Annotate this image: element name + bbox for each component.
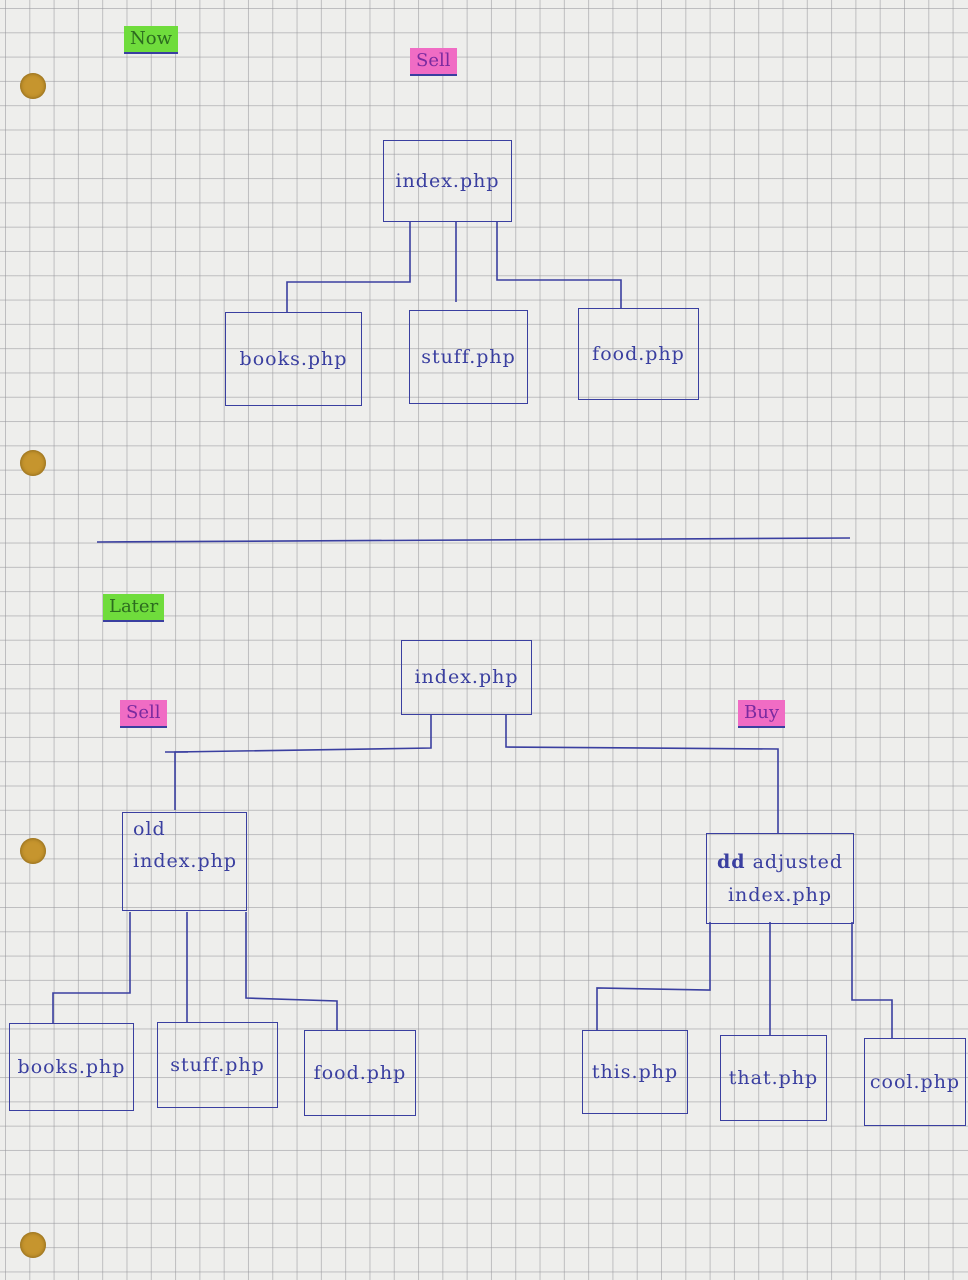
tag-buy: Buy (738, 700, 785, 728)
node-label: index.php (133, 850, 238, 873)
tag-sell: Sell (410, 48, 457, 76)
node-label: index.php (414, 666, 519, 689)
punch-hole (20, 838, 46, 864)
node-label: this.php (591, 1060, 679, 1083)
heading-later: Later (103, 594, 165, 622)
node-stuff: stuff.php (409, 310, 528, 404)
node-label: index.php (727, 883, 833, 906)
node-old-index: old index.php (122, 812, 247, 911)
struck-word: dd (716, 851, 746, 874)
node-books: books.php (225, 312, 362, 406)
node-label: old (133, 818, 166, 840)
node-label: stuff.php (170, 1053, 265, 1076)
heading-now: Now (124, 26, 178, 54)
node-this: this.php (582, 1030, 688, 1114)
node-index: index.php (383, 140, 512, 222)
node-books-later: books.php (9, 1023, 134, 1111)
node-label: stuff.php (421, 345, 516, 368)
punch-hole (20, 1232, 46, 1258)
node-label: food.php (592, 342, 685, 365)
node-index-later: index.php (401, 640, 532, 715)
section-divider (96, 537, 851, 543)
node-food: food.php (578, 308, 699, 400)
tag-sell-later: Sell (120, 700, 167, 728)
node-label: cool.php (869, 1070, 961, 1093)
punch-hole (20, 450, 46, 476)
node-label: books.php (17, 1055, 126, 1078)
node-label: index.php (395, 169, 500, 192)
punch-hole (20, 73, 46, 99)
node-label: food.php (313, 1061, 407, 1084)
node-adjusted-index: dd adjusted index.php (706, 833, 854, 924)
node-label: books.php (239, 347, 348, 370)
node-that: that.php (720, 1035, 827, 1121)
node-food-later: food.php (304, 1030, 416, 1116)
node-label: adjusted (752, 851, 844, 874)
node-label: that.php (728, 1066, 819, 1089)
node-stuff-later: stuff.php (157, 1022, 278, 1108)
node-cool: cool.php (864, 1038, 966, 1126)
node-label: dd adjusted (717, 846, 843, 878)
